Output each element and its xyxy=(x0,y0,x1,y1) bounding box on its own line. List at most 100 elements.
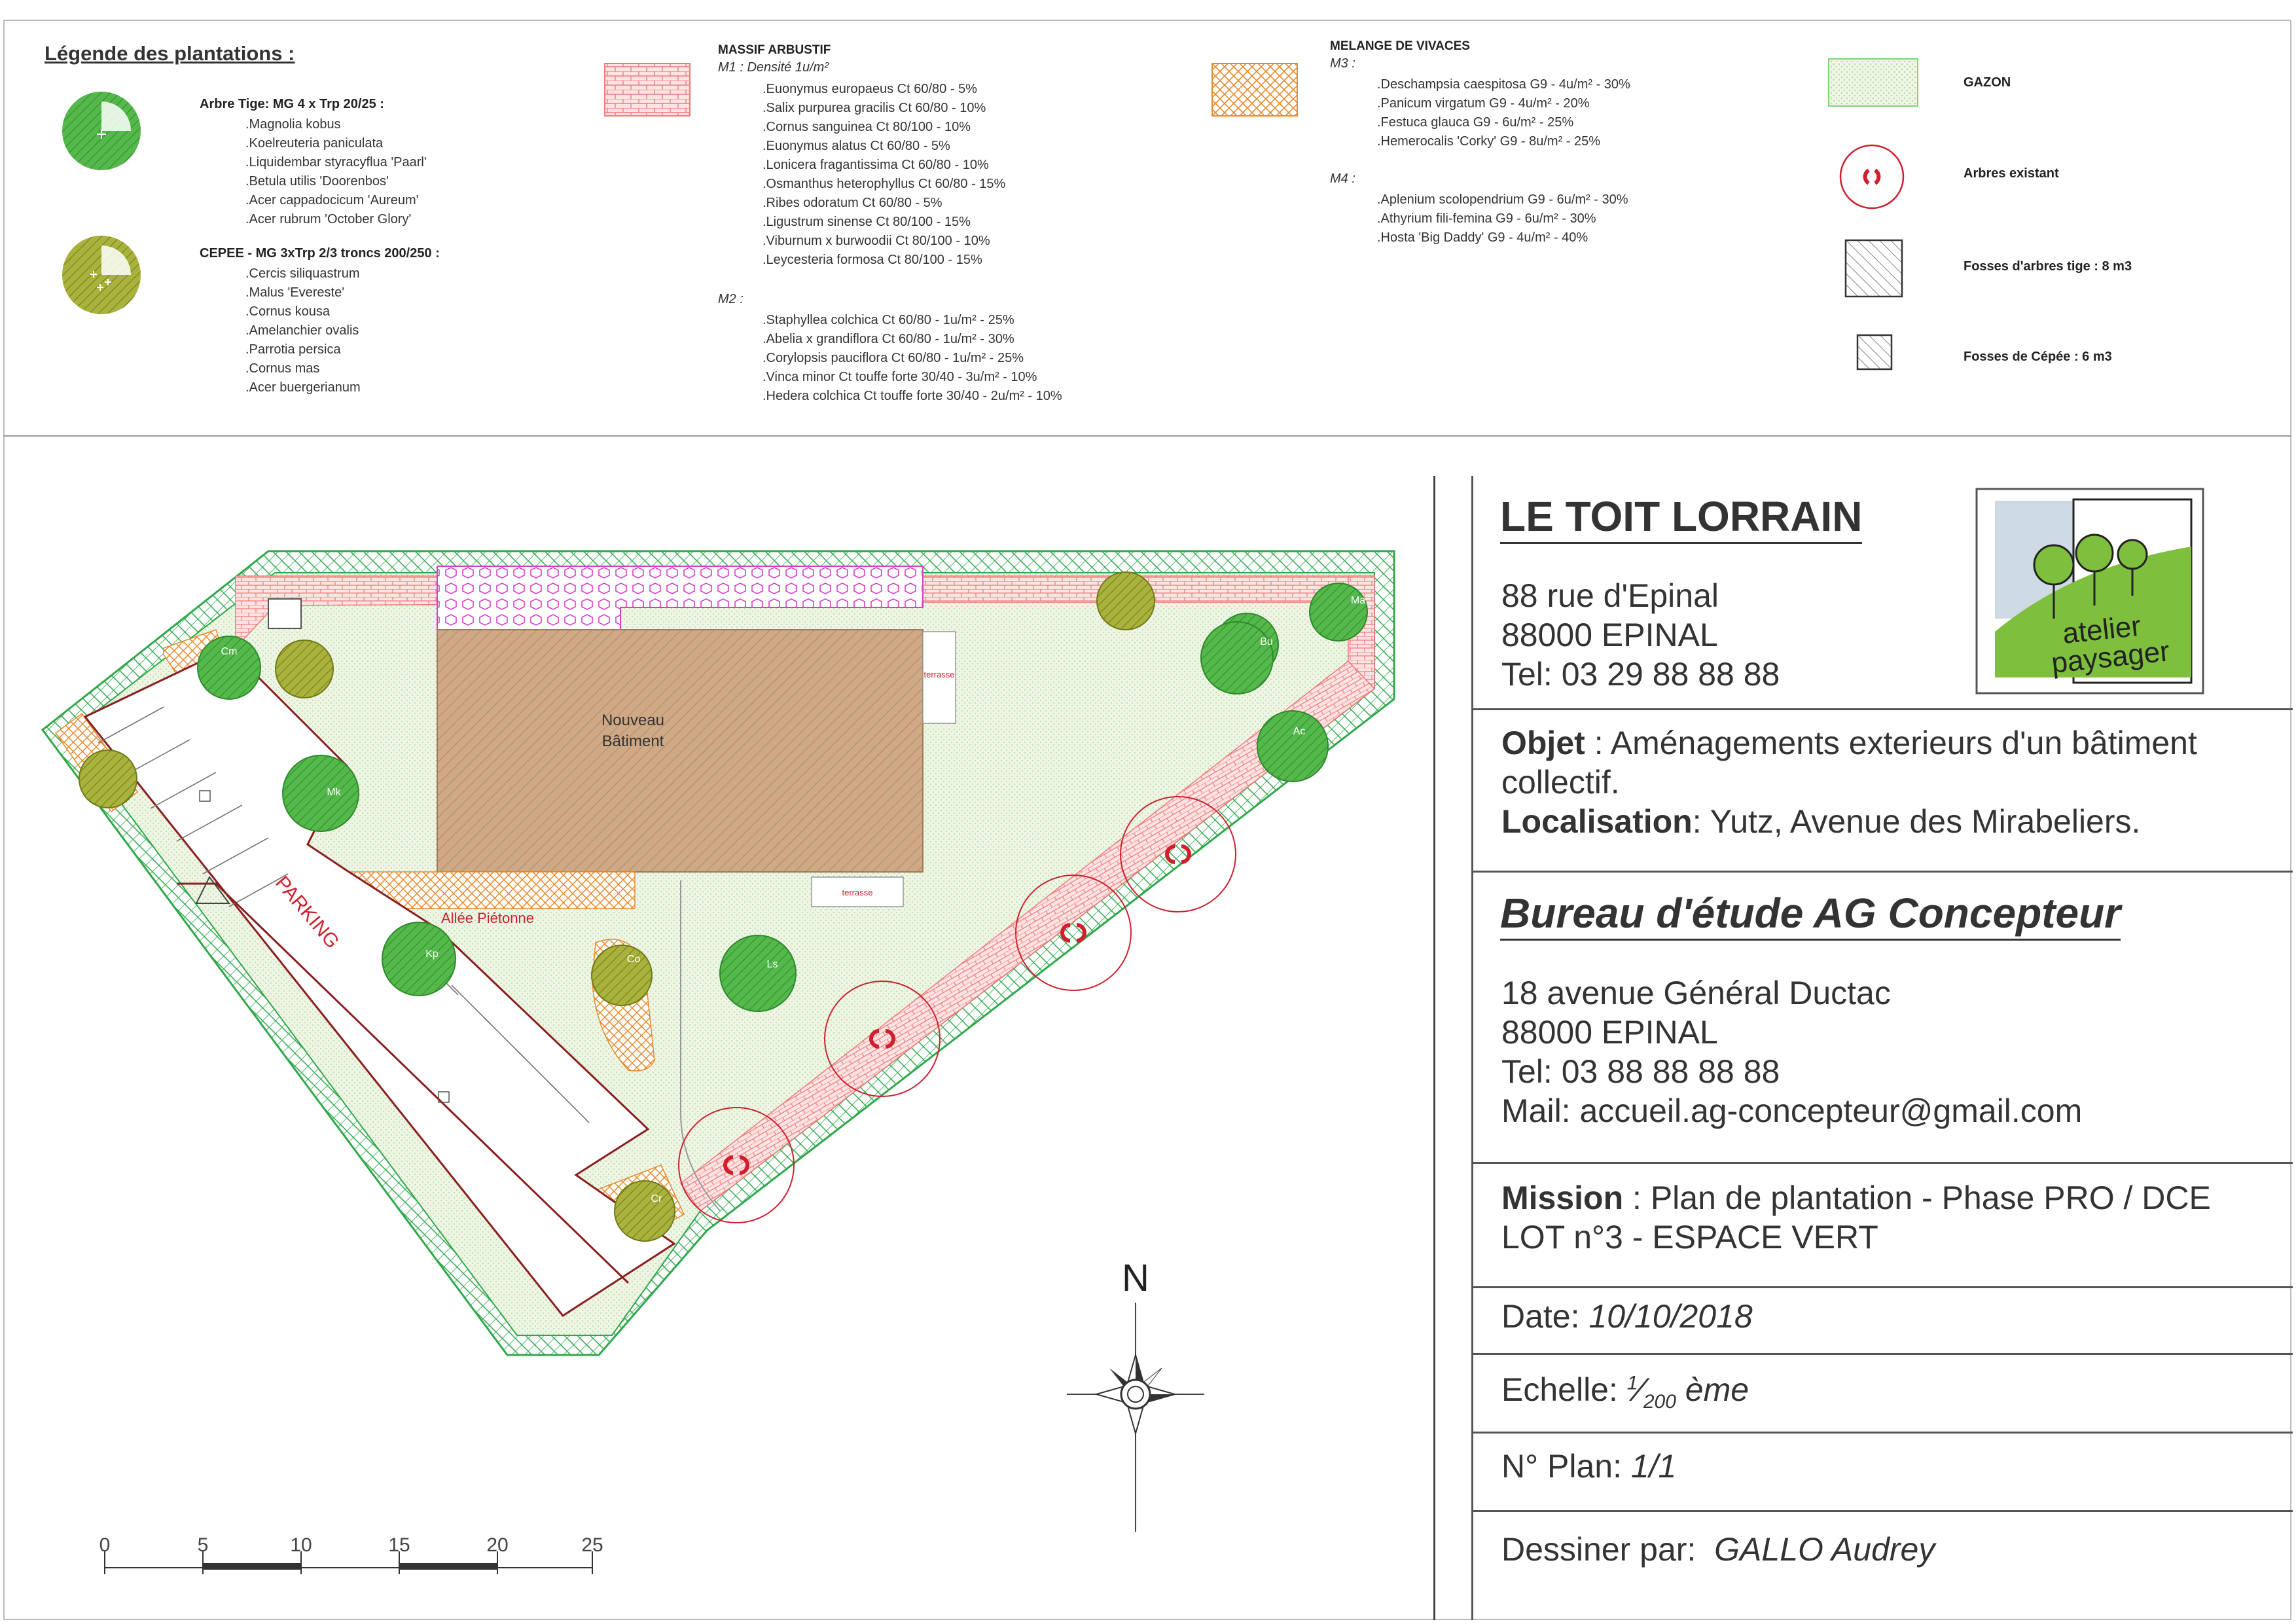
legend-title: Légende des plantations : xyxy=(45,42,295,65)
dessiner-row: Dessiner par: GALLO Audrey xyxy=(1501,1530,1935,1568)
date-value: 10/10/2018 xyxy=(1588,1298,1753,1335)
list-item: .Koelreuteria paniculata xyxy=(245,136,384,151)
m4-list: .Aplenium scolopendrium G9 - 6u/m² - 30%… xyxy=(1377,190,1628,247)
client-address: 88 rue d'Epinal 88000 EPINAL Tel: 03 29 … xyxy=(1501,576,1780,694)
sheet-border xyxy=(3,20,2291,1620)
north-label: N xyxy=(1122,1257,1149,1299)
tree-tag: Cr xyxy=(651,1193,663,1204)
building-label-line1: Nouveau xyxy=(601,712,664,729)
list-item: .Lonicera fragantissima Ct 60/80 - 10% xyxy=(762,158,989,172)
email-line: Mail: accueil.ag-concepteur@gmail.com xyxy=(1501,1092,2083,1129)
m2-label: M2 : xyxy=(718,292,744,306)
objet-block: Objet : Aménagements exterieurs d'un bât… xyxy=(1501,723,2274,841)
terrace-east-label: terrasse xyxy=(924,670,955,679)
echelle-row: Echelle: 1⁄200 ème xyxy=(1501,1371,1749,1413)
scale-tick: 15 xyxy=(388,1534,410,1556)
title-block-divider xyxy=(1471,1353,2293,1355)
echelle-suffix: ème xyxy=(1676,1371,1749,1408)
list-item: .Acer cappadocicum 'Aureum' xyxy=(245,193,419,208)
scale-tick: 25 xyxy=(581,1534,603,1556)
scale-tick: 0 xyxy=(99,1534,111,1556)
m1-label: M1 : Densité 1u/m² xyxy=(718,60,829,75)
plan-number-label: N° Plan: xyxy=(1501,1448,1631,1485)
list-item: .Cornus mas xyxy=(245,361,320,376)
tree-tag: Ma xyxy=(1351,595,1365,606)
title-block-divider xyxy=(1471,708,2293,710)
parking-divider xyxy=(177,882,630,1284)
fosse-cepee-symbol xyxy=(1856,334,1893,370)
list-item: .Magnolia kobus xyxy=(245,117,341,132)
existing-tree xyxy=(824,981,941,1097)
arbre-tige-list: .Magnolia kobus .Koelreuteria paniculata… xyxy=(245,115,427,229)
north-arrow: N xyxy=(1067,1257,1204,1532)
existing-tree-label: Arbres existant xyxy=(1964,166,2059,181)
mission-block: Mission : Plan de plantation - Phase PRO… xyxy=(1501,1178,2211,1257)
fosse-tige-label: Fosses d'arbres tige : 8 m3 xyxy=(1964,259,2132,274)
title-block-divider xyxy=(1471,1510,2293,1512)
cepee-heading: CEPEE - MG 3xTrp 2/3 troncs 200/250 : xyxy=(200,246,440,261)
tree-tag: Mk xyxy=(327,787,341,798)
m4-label: M4 : xyxy=(1330,171,1355,186)
list-item: .Staphyllea colchica Ct 60/80 - 1u/m² - … xyxy=(762,313,1014,327)
list-item: .Leycesteria formosa Ct 80/100 - 15% xyxy=(762,253,982,267)
list-item: .Abelia x grandiflora Ct 60/80 - 1u/m² -… xyxy=(762,332,1014,346)
title-block-divider xyxy=(1471,1432,2293,1434)
tree-ls: Ls xyxy=(719,935,797,1012)
mission-text: : Plan de plantation - Phase PRO / DCE xyxy=(1623,1180,2211,1216)
scale-bar: 0 5 10 15 20 25 xyxy=(99,1534,603,1574)
list-item: .Athyrium fili-femina G9 - 6u/m² - 30% xyxy=(1377,211,1596,226)
list-item: .Amelanchier ovalis xyxy=(245,323,359,338)
tree-tag: Kp xyxy=(425,948,439,960)
bureau-name: Bureau d'étude AG Concepteur xyxy=(1500,889,2121,941)
plan-number-row: N° Plan: 1/1 xyxy=(1501,1447,1676,1485)
list-item: .Euonymus europaeus Ct 60/80 - 5% xyxy=(762,82,977,96)
fosse-tige-symbol xyxy=(1844,239,1903,298)
list-item: .Aplenium scolopendrium G9 - 6u/m² - 30% xyxy=(1377,192,1628,207)
list-item: .Corylopsis pauciflora Ct 60/80 - 1u/m² … xyxy=(762,351,1024,365)
objet-label: Objet xyxy=(1501,725,1585,761)
tree-tag: Ls xyxy=(767,959,778,970)
list-item: .Cornus sanguinea Ct 80/100 - 10% xyxy=(762,120,971,134)
tree-tag: Cm xyxy=(221,646,238,657)
fosse-cepee-label: Fosses de Cépée : 6 m3 xyxy=(1964,350,2112,364)
address-line: Tel: 03 88 88 88 88 xyxy=(1501,1053,1780,1090)
list-item: .Vinca minor Ct touffe forte 30/40 - 3u/… xyxy=(762,370,1037,384)
bureau-address: 18 avenue Général Ductac 88000 EPINAL Te… xyxy=(1501,973,2082,1130)
arbre-tige-heading: Arbre Tige: MG 4 x Trp 20/25 : xyxy=(200,97,384,111)
list-item: .Hosta 'Big Daddy' G9 - 4u/m² - 40% xyxy=(1377,230,1588,245)
list-item: .Hedera colchica Ct touffe forte 30/40 -… xyxy=(762,389,1062,403)
list-item: .Osmanthus heterophyllus Ct 60/80 - 15% xyxy=(762,177,1006,191)
m2-list: .Staphyllea colchica Ct 60/80 - 1u/m² - … xyxy=(762,311,1062,406)
m1-list: .Euonymus europaeus Ct 60/80 - 5% .Salix… xyxy=(762,80,1005,270)
scale-tick: 20 xyxy=(486,1534,508,1556)
localisation-text: : Yutz, Avenue des Mirabeliers. xyxy=(1692,803,2141,840)
existing-tree-symbol xyxy=(1839,144,1905,209)
list-item: .Ribes odoratum Ct 60/80 - 5% xyxy=(762,196,942,210)
title-block-divider xyxy=(1471,871,2293,873)
cepee-symbol xyxy=(62,236,141,314)
existing-tree xyxy=(1015,875,1132,991)
plan-right-border xyxy=(1433,476,1435,1620)
tree-ac: Ac xyxy=(1257,710,1329,782)
list-item: .Acer buergerianum xyxy=(245,380,361,395)
cepee-list: .Cercis siliquastrum .Malus 'Evereste' .… xyxy=(245,264,361,397)
m3-list: .Deschampsia caespitosa G9 - 4u/m² - 30%… xyxy=(1377,75,1630,151)
dessiner-value: GALLO Audrey xyxy=(1714,1531,1935,1568)
tree-kp: Kp xyxy=(382,922,456,996)
list-item: .Parrotia persica xyxy=(245,342,341,357)
existing-tree xyxy=(678,1107,795,1223)
list-item: .Hemerocalis 'Corky' G9 - 8u/m² - 25% xyxy=(1377,134,1601,149)
list-item: .Deschampsia caespitosa G9 - 4u/m² - 30% xyxy=(1377,77,1630,92)
atelier-paysager-logo: atelier paysager xyxy=(1975,488,2204,695)
list-item: .Ligustrum sinense Ct 80/100 - 15% xyxy=(762,215,971,229)
tree-tag: Co xyxy=(627,954,641,965)
massif-swatch xyxy=(604,63,691,117)
list-item: .Viburnum x burwoodii Ct 80/100 - 10% xyxy=(762,234,990,248)
existing-tree xyxy=(1120,796,1236,912)
scale-tick: 10 xyxy=(290,1534,312,1556)
tree-tige-symbol xyxy=(62,92,141,170)
date-label: Date: xyxy=(1501,1298,1589,1335)
parking-arrow xyxy=(195,876,230,904)
tree-ma-top: Ma xyxy=(1309,583,1368,641)
address-line: 88000 EPINAL xyxy=(1501,1014,1718,1051)
